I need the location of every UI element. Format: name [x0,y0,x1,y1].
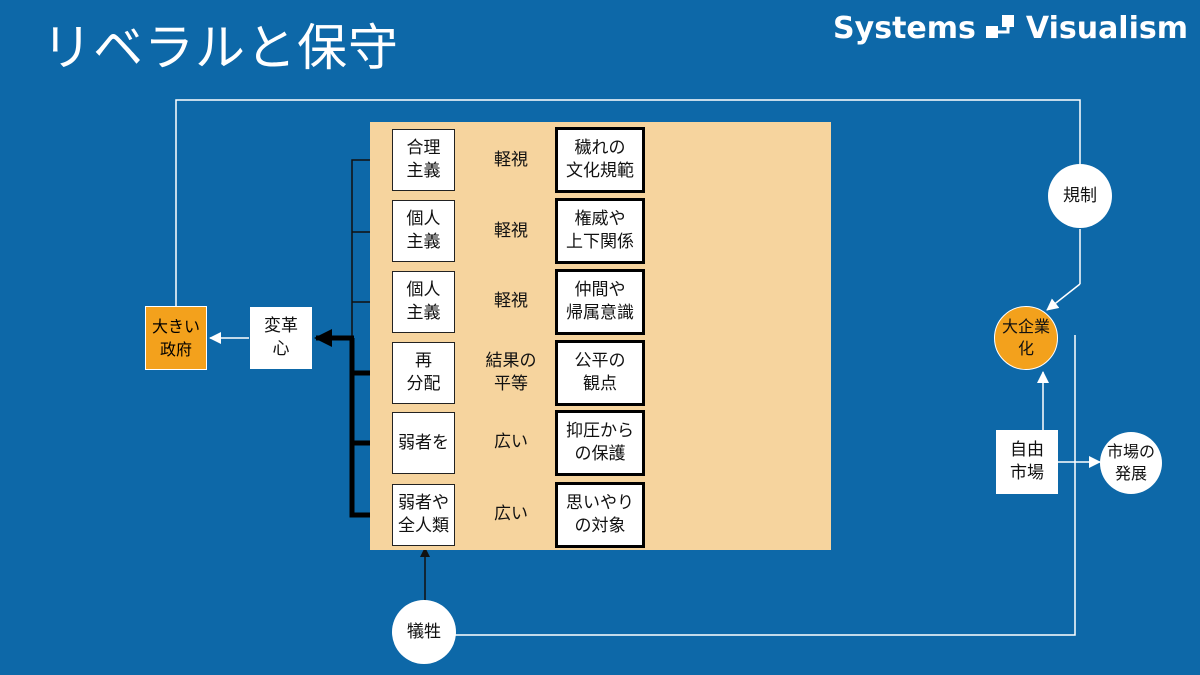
source-box-loyalty: 仲間や帰属意識 [555,269,645,335]
systems-visualism-logo-icon [985,15,1014,38]
source-box-purity-norms: 穢れの文化規範 [555,127,645,193]
link-label-equal-outcome: 結果の平等 [485,351,537,394]
brand-left: Systems [833,10,976,46]
source-box-authority: 権威や上下関係 [555,198,645,264]
sacrifice-node: 犠牲 [392,600,456,664]
link-label-neglect-3: 軽視 [494,291,528,311]
reform-mind-box: 変革心 [250,307,312,369]
free-market-box: 自由市場 [996,430,1058,494]
big-corporation-node: 大企業化 [994,306,1058,370]
value-box-humanity: 弱者や全人類 [392,484,455,546]
value-box-individualism-1: 個人主義 [392,200,455,262]
value-box-weak: 弱者を [392,412,455,474]
page-title: リベラルと保守 [42,19,399,77]
value-box-redistribution: 再分配 [392,342,455,404]
link-label-neglect-2: 軽視 [494,221,528,241]
brand: Systems Visualism [833,10,1188,46]
link-label-neglect-1: 軽視 [494,150,528,170]
link-label-wide-1: 広い [494,432,528,452]
brand-right: Visualism [1025,10,1188,46]
value-box-rationalism: 合理主義 [392,129,455,191]
link-label-wide-2: 広い [494,504,528,524]
source-box-care: 思いやりの対象 [555,482,645,548]
regulation-node: 規制 [1048,164,1112,228]
source-box-protection: 抑圧からの保護 [555,410,645,476]
source-box-fairness: 公平の観点 [555,340,645,406]
values-panel [370,122,831,550]
value-box-individualism-2: 個人主義 [392,271,455,333]
market-development-node: 市場の発展 [1100,432,1162,494]
big-government-box: 大きい政府 [145,306,207,370]
